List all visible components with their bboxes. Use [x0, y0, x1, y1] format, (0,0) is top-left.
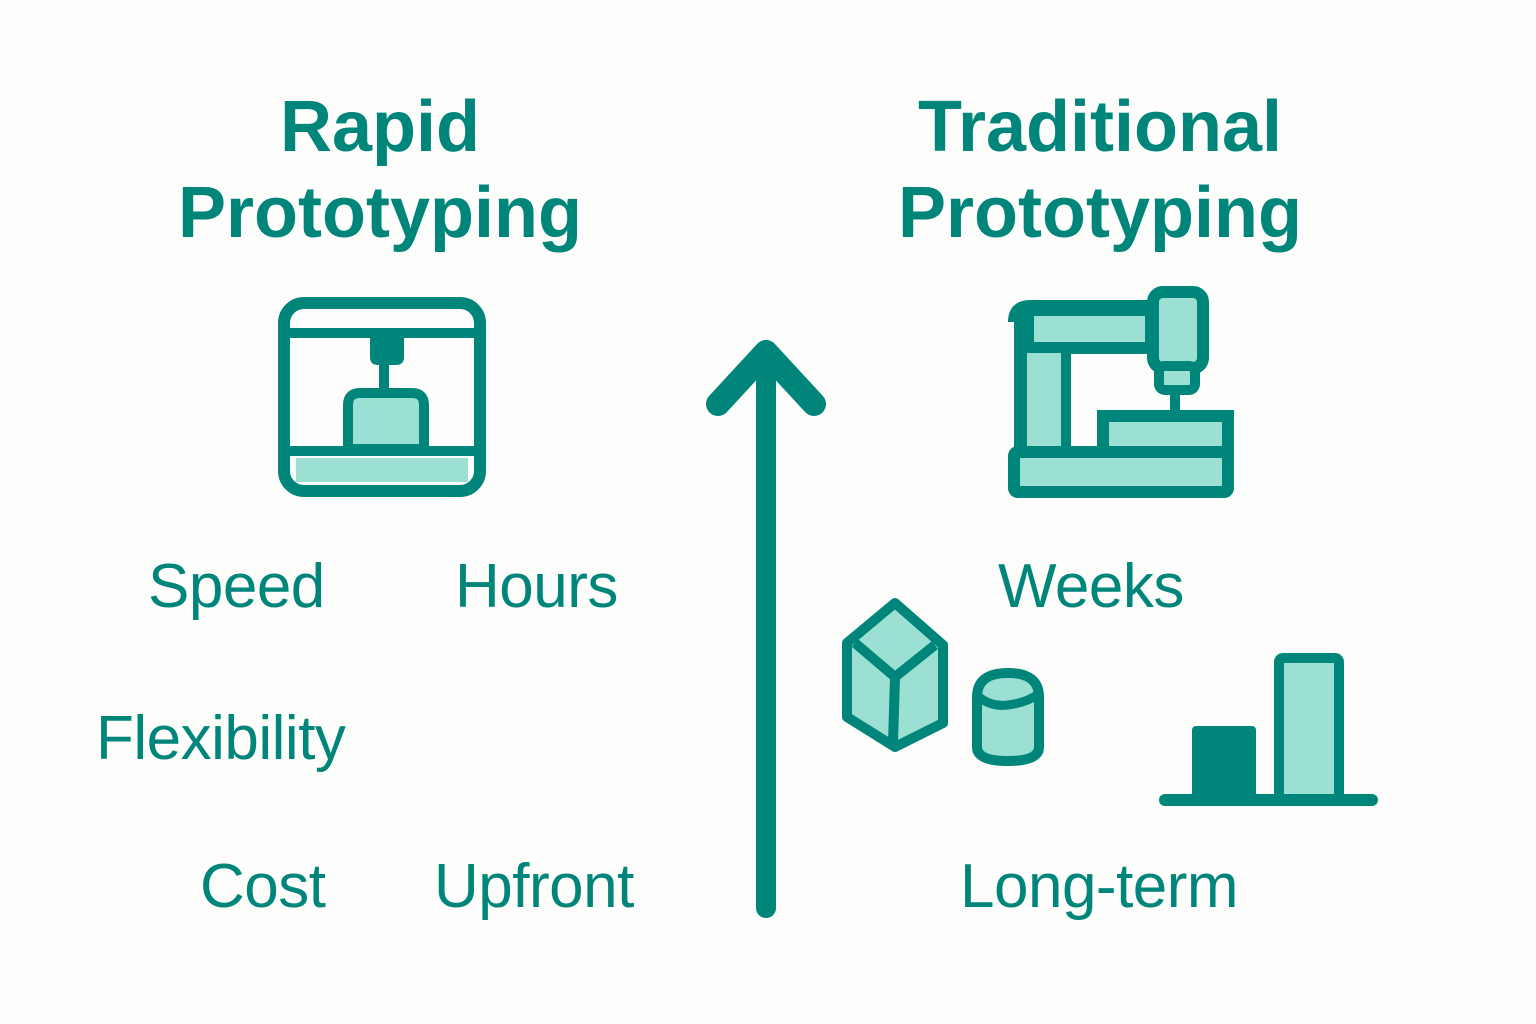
long-term-value: Long-term	[960, 852, 1239, 921]
3d-printer-icon	[278, 297, 486, 497]
flexibility-label: Flexibility	[96, 704, 346, 773]
title-line-2: Prototyping	[898, 173, 1302, 253]
title-line-2: Prototyping	[178, 173, 582, 253]
cube-icon	[842, 598, 948, 752]
title-line-1: Traditional	[917, 87, 1283, 167]
cylinder-icon	[972, 667, 1044, 767]
weeks-value: Weeks	[998, 552, 1184, 621]
traditional-prototyping-title: Traditional Prototyping	[860, 84, 1340, 256]
hours-value: Hours	[455, 552, 618, 621]
cost-label: Cost	[200, 852, 326, 921]
rapid-prototyping-title: Rapid Prototyping	[140, 84, 620, 256]
title-line-1: Rapid	[279, 87, 480, 167]
up-arrow-icon	[706, 340, 826, 918]
cnc-machine-icon	[1008, 286, 1234, 498]
speed-label: Speed	[148, 552, 325, 621]
bar-chart-icon	[1159, 653, 1378, 806]
upfront-value: Upfront	[434, 852, 634, 921]
